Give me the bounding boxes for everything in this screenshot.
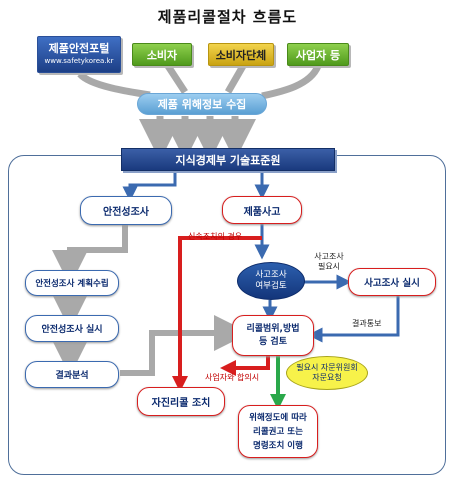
arrow-agreement-voluntary (220, 356, 270, 376)
safety-portal-box: 제품안전포털 www.safetykorea.kr (37, 36, 121, 73)
arrow-business-collect (261, 64, 322, 100)
consumer-box: 소비자 (132, 43, 192, 66)
safety-survey-box: 안전성조사 (80, 196, 172, 225)
result-note: 결과통보 (352, 319, 382, 328)
portal-url: www.safetykorea.kr (44, 56, 114, 65)
arrow-portal-collect (77, 71, 151, 99)
arrow-group-collect (224, 64, 247, 94)
urgent-note: 신속조치의 경우 (188, 232, 243, 241)
review-oval: 사고조사 여부검토 (237, 262, 305, 300)
arrow-consumer-collect (165, 64, 188, 94)
investigate-note: 사고조사 필요시 (314, 252, 344, 271)
accident-investigation-box: 사고조사 실시 (348, 268, 436, 296)
arrow-analysis-scope (120, 315, 250, 376)
recall-scope-box: 리콜범위,방법 등 검토 (232, 315, 314, 356)
portal-name: 제품안전포털 (48, 41, 110, 55)
recall-order-box: 위해정도에 따라 리콜권고 또는 명령조치 이행 (238, 405, 318, 458)
survey-plan-box: 안전성조사 계획수립 (25, 270, 119, 296)
agreement-note: 사업자와 합의시 (205, 373, 260, 382)
voluntary-recall-box: 자진리콜 조치 (137, 387, 225, 416)
advisory-committee-cloud: 필요시 자문위원회 자문요청 (286, 356, 368, 390)
agency-box: 지식경제부 기술표준원 (121, 148, 335, 171)
result-analysis-box: 결과분석 (25, 361, 119, 388)
arrow-urgent-voluntary (172, 236, 262, 392)
collect-info-box: 제품 위해정보 수집 (137, 93, 267, 115)
consumer-group-box: 소비자단체 (208, 43, 274, 66)
page-title: 제품리콜절차 흐름도 (157, 8, 298, 26)
product-accident-box: 제품사고 (222, 196, 302, 224)
arrow-investigate-scope (307, 296, 400, 343)
business-box: 사업자 등 (287, 43, 349, 66)
survey-execute-box: 안전성조사 실시 (25, 315, 119, 342)
arrow-survey-plan (52, 225, 128, 286)
arrow-agency-survey (122, 172, 177, 202)
